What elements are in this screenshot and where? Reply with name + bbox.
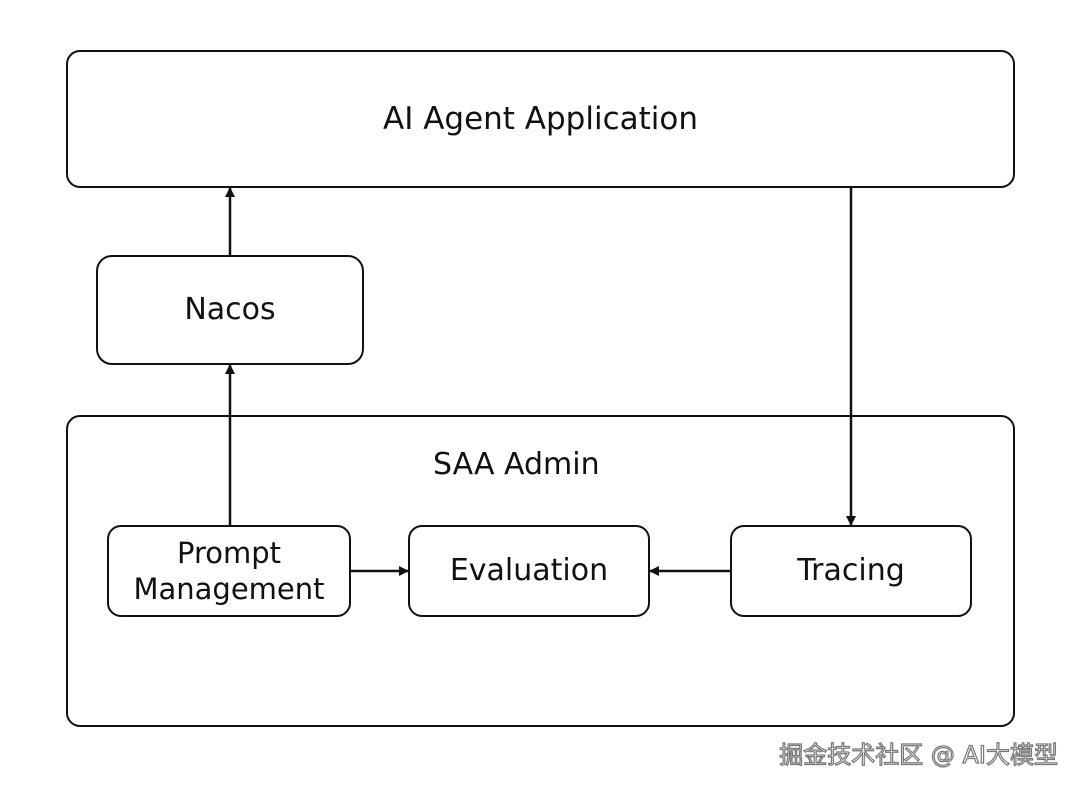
nacos-node: Nacos bbox=[96, 255, 364, 365]
evaluation-node: Evaluation bbox=[408, 525, 650, 617]
saa-admin-label: SAA Admin bbox=[433, 447, 600, 482]
evaluation-label: Evaluation bbox=[449, 553, 609, 589]
tracing-node: Tracing bbox=[730, 525, 972, 617]
watermark-text: 掘金技术社区 @ AI大模型 bbox=[779, 740, 1059, 769]
ai-agent-application-label: AI Agent Application bbox=[382, 100, 699, 137]
prompt-management-label: Prompt Management bbox=[133, 535, 325, 606]
prompt-management-node: Prompt Management bbox=[107, 525, 351, 617]
tracing-label: Tracing bbox=[797, 553, 905, 589]
nacos-label: Nacos bbox=[184, 292, 276, 328]
ai-agent-application-node: AI Agent Application bbox=[66, 50, 1015, 188]
